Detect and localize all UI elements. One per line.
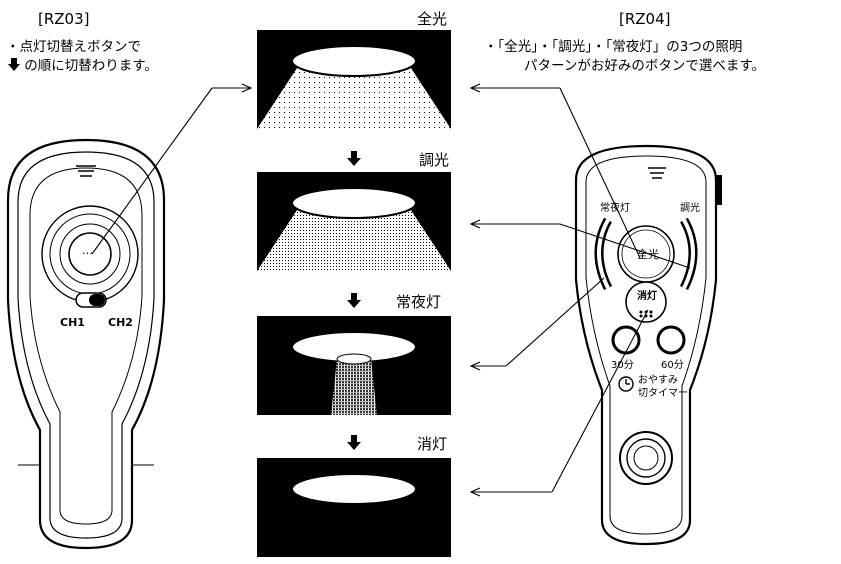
mode-label-night: 常夜灯 <box>396 293 442 311</box>
mode-panel-dim <box>257 172 451 271</box>
rz03-desc-line1: ・点灯切替えボタンで <box>6 39 141 55</box>
rz03-description: ・点灯切替えボタンで の順に切替わります。 <box>6 38 158 76</box>
rz04-label-night: 常夜灯 <box>600 203 630 214</box>
down-arrow-icon <box>8 58 20 71</box>
mode-panel-full <box>257 30 451 129</box>
rz04-label-dim: 調光 <box>680 203 700 214</box>
rz04-label-60: 60分 <box>661 360 684 371</box>
rz04-label-30: 30分 <box>611 360 634 371</box>
mode-label-dim: 調光 <box>419 151 450 169</box>
rz03-model-label: [RZ03] <box>38 10 90 28</box>
clock-icon <box>618 376 634 392</box>
rz04-desc-line1: ・「全光」・「調光」・「常夜灯」の3つの照明 <box>484 39 743 55</box>
down-arrow-icon <box>347 435 361 450</box>
rz04-timer-line2: 切タイマー <box>638 388 688 399</box>
rz03-ch1-label: CH1 <box>60 316 85 329</box>
down-arrow-icon <box>347 151 361 166</box>
rz04-timer-line1: おやすみ <box>638 375 678 386</box>
mode-label-off: 消灯 <box>417 435 448 453</box>
rz04-full-button[interactable]: 全光 <box>637 248 659 261</box>
speaker-grille-icon <box>76 165 96 177</box>
rz03-light-button[interactable]: … <box>82 244 93 257</box>
rz04-off-button[interactable]: 消灯 <box>637 291 657 302</box>
rz03-desc-line2: の順に切替わります。 <box>24 58 158 74</box>
rz03-ch2-label: CH2 <box>108 316 133 329</box>
rz04-desc-line2: パターンがお好みのボタンで選べます。 <box>524 58 765 74</box>
speaker-grille-icon <box>648 167 666 179</box>
rz03-remote <box>6 138 166 550</box>
mode-label-full: 全光 <box>417 10 448 28</box>
mode-panel-off <box>257 458 451 557</box>
mode-panel-night <box>257 316 451 415</box>
down-arrow-icon <box>347 293 361 308</box>
rz03-desc-line2-row: の順に切替わります。 <box>6 57 158 76</box>
rz04-remote <box>574 144 722 546</box>
rz04-model-label: [RZ04] <box>619 10 671 28</box>
